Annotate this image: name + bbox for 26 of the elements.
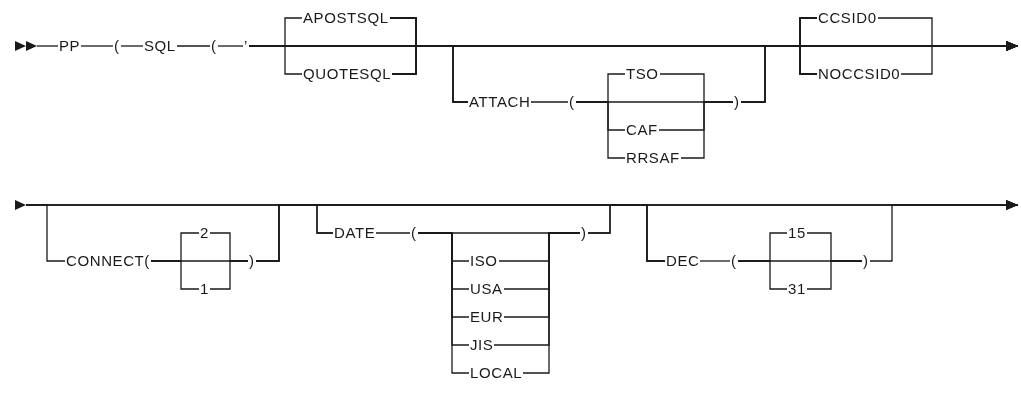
- syntax-token: ): [862, 252, 870, 270]
- syntax-token: ): [248, 252, 256, 270]
- connector-line: [80, 45, 114, 47]
- syntax-token: (: [113, 37, 121, 55]
- connector-line: [36, 45, 59, 47]
- connector-line: [120, 45, 144, 47]
- connector-line: [680, 101, 734, 159]
- connector-line: [699, 260, 731, 262]
- connector-line: [375, 232, 411, 234]
- syntax-token: (: [730, 252, 738, 270]
- connector-line: [522, 232, 581, 374]
- statement-start-icon: [15, 200, 26, 210]
- connector-line: [209, 260, 249, 290]
- connector-line: [869, 200, 1019, 262]
- syntax-token: (: [568, 93, 576, 111]
- connector-line: [176, 45, 211, 47]
- connector-line: [806, 260, 863, 290]
- statement-start-icon: [15, 41, 37, 51]
- syntax-token: (: [210, 37, 218, 55]
- connector-line: [900, 41, 1019, 75]
- connector-line: [530, 101, 569, 103]
- connector-line: [217, 45, 244, 47]
- syntax-token: CONNECT(: [65, 252, 151, 270]
- syntax-token: ): [580, 224, 588, 242]
- syntax-token: ): [733, 93, 741, 111]
- syntax-token: (: [410, 224, 418, 242]
